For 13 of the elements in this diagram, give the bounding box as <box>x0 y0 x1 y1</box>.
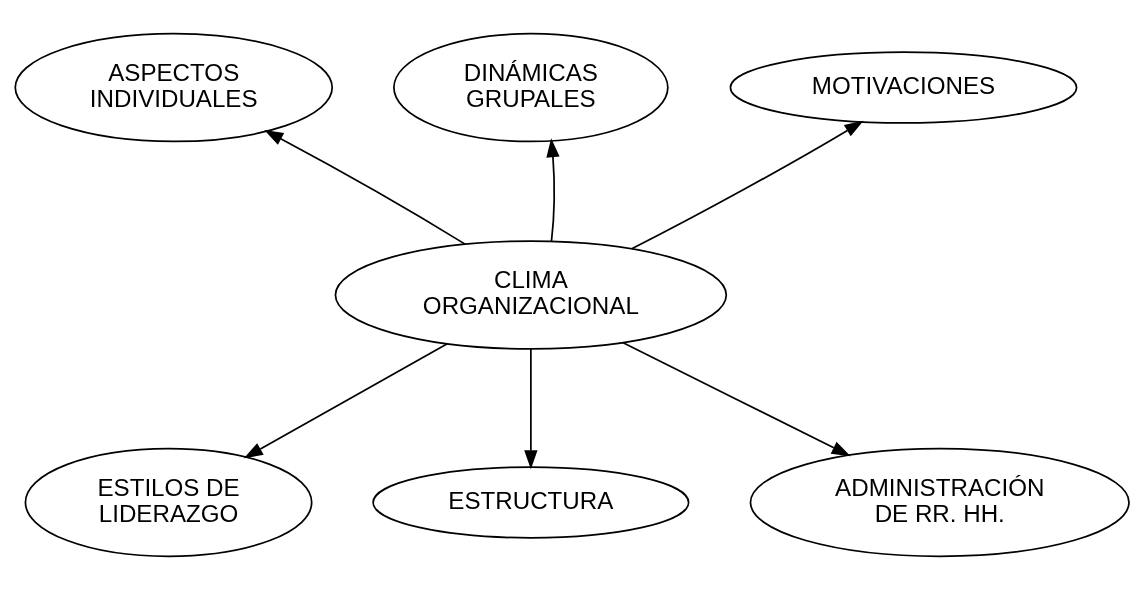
arrow <box>243 342 449 458</box>
arrow <box>264 129 466 245</box>
node-ellipse: DINÁMICAS GRUPALES <box>393 32 669 142</box>
node-ellipse: ESTILOS DE LIDERAZGO <box>24 447 313 557</box>
arrow <box>546 137 560 242</box>
arrow <box>621 341 851 456</box>
node-ellipse: ESTRUCTURA <box>372 465 690 539</box>
node-ellipse: ADMINISTRACIÓN DE RR. HH. <box>749 447 1130 557</box>
arrow <box>630 120 864 250</box>
arrow <box>524 347 538 469</box>
node-ellipse: MOTIVACIONES <box>729 50 1078 124</box>
node-ellipse: CLIMA ORGANIZACIONAL <box>334 239 728 350</box>
node-ellipse: ASPECTOS INDIVIDUALES <box>14 32 334 142</box>
